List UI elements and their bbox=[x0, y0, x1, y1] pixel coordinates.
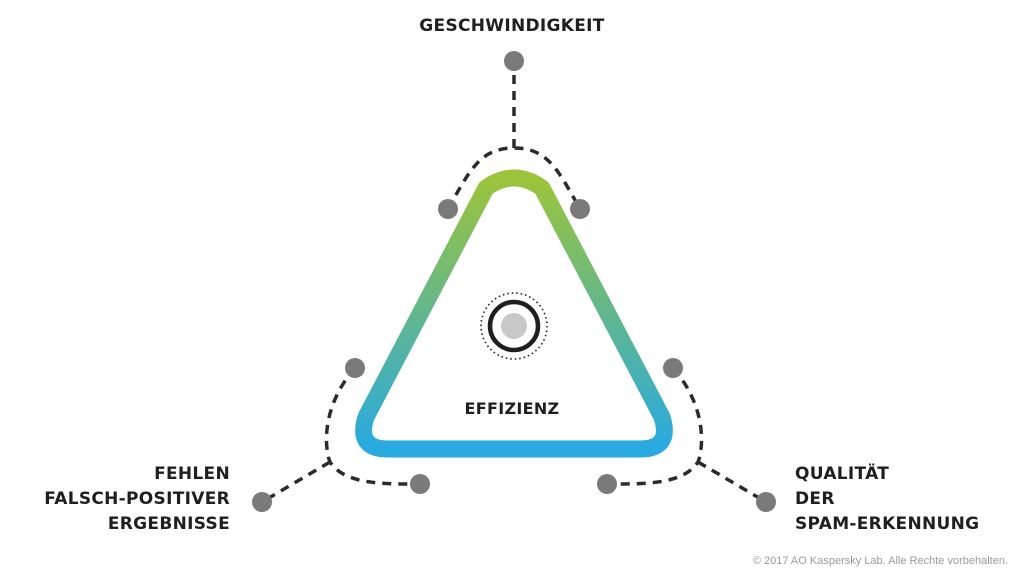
node-left-lower bbox=[410, 474, 430, 494]
label-left-line-3: ERGEBNISSE bbox=[107, 514, 230, 534]
target-dotted-ring bbox=[480, 292, 548, 360]
node-top bbox=[504, 51, 524, 71]
node-right-outer bbox=[756, 492, 776, 512]
label-geschwindigkeit: GESCHWINDIGKEIT bbox=[419, 16, 605, 36]
node-left-upper bbox=[345, 358, 365, 378]
label-right-line-3: SPAM-ERKENNUNG bbox=[795, 514, 980, 534]
label-right-line-1: QUALITÄT bbox=[795, 464, 890, 484]
label-right-line-2: DER bbox=[795, 489, 835, 509]
connector-left bbox=[261, 366, 421, 504]
node-left-outer bbox=[252, 492, 272, 512]
label-fehlen-falsch-positiver-ergebnisse: FEHLEN FALSCH-POSITIVER ERGEBNISSE bbox=[44, 462, 230, 537]
node-right-lower bbox=[597, 474, 617, 494]
connector-right bbox=[606, 366, 767, 504]
node-right-upper bbox=[663, 358, 683, 378]
copyright-notice: © 2017 AO Kaspersky Lab. Alle Rechte vor… bbox=[752, 555, 1008, 567]
label-qualitaet-der-spam-erkennung: QUALITÄT DER SPAM-ERKENNUNG bbox=[795, 462, 979, 537]
connector-top bbox=[446, 62, 582, 210]
target-center bbox=[501, 313, 527, 339]
node-top-right bbox=[570, 199, 590, 219]
label-left-line-1: FEHLEN bbox=[154, 464, 230, 484]
label-left-line-2: FALSCH-POSITIVER bbox=[44, 489, 230, 509]
node-top-left bbox=[438, 199, 458, 219]
target-icon bbox=[480, 292, 548, 360]
effizienz-triangle bbox=[355, 169, 673, 458]
label-effizienz: EFFIZIENZ bbox=[464, 399, 560, 418]
